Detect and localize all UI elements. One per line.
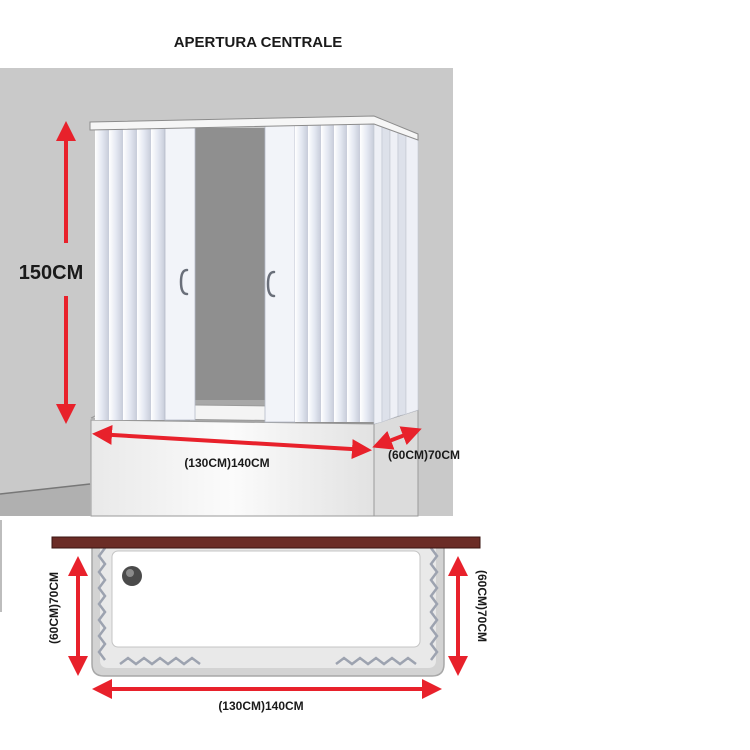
wall-bar (51, 536, 481, 549)
left-side-folding-door (97, 547, 107, 661)
left-handle-icon (179, 268, 189, 296)
right-side-folding-door (429, 547, 439, 661)
front-left-folding-door (119, 656, 201, 666)
front-right-folding-door (335, 656, 417, 666)
left-folding-door (95, 127, 196, 421)
plan-right-depth-label: (60CM)70CM (475, 570, 489, 642)
wall-edge (0, 520, 2, 612)
front-width-label: (130CM)140CM (184, 456, 269, 470)
side-folding-panel (373, 121, 419, 425)
side-depth-arrow (372, 426, 422, 450)
side-depth-label: (60CM)70CM (388, 448, 460, 462)
plan-width-label: (130CM)140CM (218, 699, 303, 713)
front-width-arrow (92, 424, 372, 460)
tub-side (373, 409, 419, 517)
right-folding-door (264, 121, 374, 423)
plan-left-depth-label: (60CM)70CM (47, 572, 61, 644)
tray-basin (111, 550, 421, 648)
plan-view: (60CM)70CM (60CM)70CM (130CM)140CM (0, 520, 489, 713)
top-frame (89, 115, 419, 141)
diagram-title: APERTURA CENTRALE (174, 34, 343, 51)
height-label: 150CM (19, 262, 83, 284)
floor-line (0, 483, 91, 495)
perspective-view: 150CM (130CM)140CM (60CM)70CM (0, 68, 460, 517)
right-handle-icon (266, 270, 276, 298)
